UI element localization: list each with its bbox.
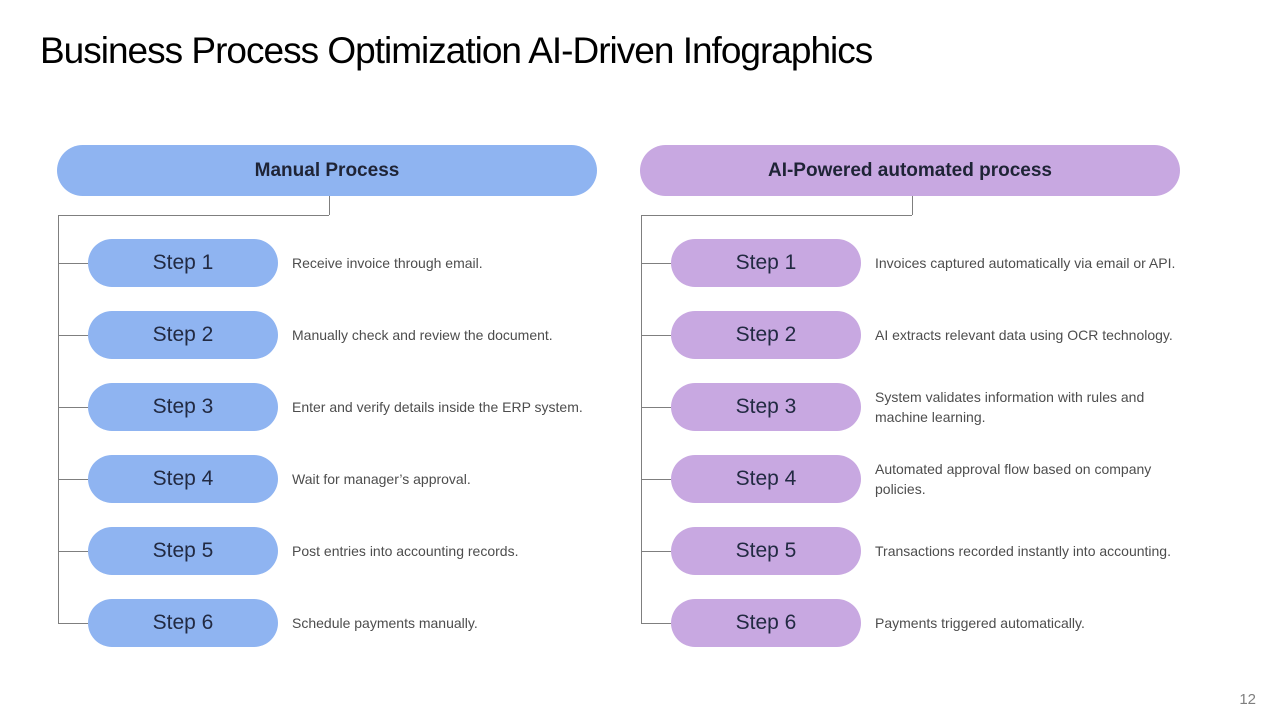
page-number: 12 (1239, 691, 1256, 708)
step-row: Step 3 Enter and verify details inside t… (58, 383, 622, 431)
step-label: Step 2 (152, 323, 214, 346)
step-connector-stub (641, 622, 671, 624)
step-description: AI extracts relevant data using OCR tech… (875, 327, 1173, 343)
step-label: Step 3 (735, 395, 797, 418)
step-description: Transactions recorded instantly into acc… (875, 543, 1171, 559)
step-label: Step 5 (735, 539, 797, 562)
step-pill: Step 3 (88, 383, 278, 431)
manual-process-header-pill: Manual Process (57, 145, 597, 196)
step-description: Post entries into accounting records. (292, 543, 519, 559)
manual-steps-list: Step 1 Receive invoice through email. St… (58, 239, 622, 647)
step-description: Manually check and review the document. (292, 327, 553, 343)
connector-drop-line (912, 196, 913, 215)
step-row: Step 4 Automated approval flow based on … (641, 455, 1205, 503)
step-connector-stub (641, 262, 671, 264)
step-label: Step 4 (152, 467, 214, 490)
step-pill: Step 2 (88, 311, 278, 359)
ai-steps-list: Step 1 Invoices captured automatically v… (641, 239, 1205, 647)
step-connector-stub (641, 406, 671, 408)
step-row: Step 2 AI extracts relevant data using O… (641, 311, 1205, 359)
step-description: Payments triggered automatically. (875, 615, 1085, 631)
ai-process-header-pill: AI-Powered automated process (640, 145, 1180, 196)
step-label: Step 3 (152, 395, 214, 418)
step-pill: Step 5 (671, 527, 861, 575)
step-connector-stub (641, 334, 671, 336)
slide-title: Business Process Optimization AI-Driven … (40, 30, 873, 71)
step-description: System validates information with rules … (875, 389, 1145, 425)
step-row: Step 6 Payments triggered automatically. (641, 599, 1205, 647)
step-row: Step 2 Manually check and review the doc… (58, 311, 622, 359)
step-row: Step 1 Receive invoice through email. (58, 239, 622, 287)
step-label: Step 4 (735, 467, 797, 490)
step-connector-stub (58, 622, 88, 624)
step-label: Step 6 (152, 611, 214, 634)
connector-horizontal-line (641, 215, 912, 216)
step-pill: Step 6 (88, 599, 278, 647)
step-pill: Step 6 (671, 599, 861, 647)
step-description: Wait for manager’s approval. (292, 471, 471, 487)
step-connector-stub (58, 334, 88, 336)
step-label: Step 2 (735, 323, 797, 346)
step-description: Receive invoice through email. (292, 255, 483, 271)
step-row: Step 5 Transactions recorded instantly i… (641, 527, 1205, 575)
step-description: Schedule payments manually. (292, 615, 478, 631)
step-connector-stub (641, 550, 671, 552)
connector-drop-line (329, 196, 330, 215)
manual-process-column: Manual Process Step 1 Receive invoice th… (57, 145, 597, 655)
step-description: Invoices captured automatically via emai… (875, 255, 1176, 271)
step-connector-stub (641, 478, 671, 480)
step-label: Step 1 (152, 251, 214, 274)
step-pill: Step 4 (671, 455, 861, 503)
step-pill: Step 1 (671, 239, 861, 287)
ai-process-column: AI-Powered automated process Step 1 Invo… (640, 145, 1180, 655)
step-connector-stub (58, 550, 88, 552)
step-pill: Step 4 (88, 455, 278, 503)
step-pill: Step 2 (671, 311, 861, 359)
step-row: Step 1 Invoices captured automatically v… (641, 239, 1205, 287)
step-pill: Step 5 (88, 527, 278, 575)
step-row: Step 3 System validates information with… (641, 383, 1205, 431)
step-connector-stub (58, 406, 88, 408)
step-label: Step 6 (735, 611, 797, 634)
step-row: Step 6 Schedule payments manually. (58, 599, 622, 647)
connector-vertical-line (58, 215, 59, 623)
step-pill: Step 3 (671, 383, 861, 431)
step-connector-stub (58, 478, 88, 480)
connector-vertical-line (641, 215, 642, 623)
step-connector-stub (58, 262, 88, 264)
connector-horizontal-line (58, 215, 329, 216)
step-row: Step 4 Wait for manager’s approval. (58, 455, 622, 503)
step-label: Step 5 (152, 539, 214, 562)
step-label: Step 1 (735, 251, 797, 274)
step-description: Enter and verify details inside the ERP … (292, 399, 583, 415)
step-pill: Step 1 (88, 239, 278, 287)
step-row: Step 5 Post entries into accounting reco… (58, 527, 622, 575)
step-description: Automated approval flow based on company… (875, 461, 1152, 497)
